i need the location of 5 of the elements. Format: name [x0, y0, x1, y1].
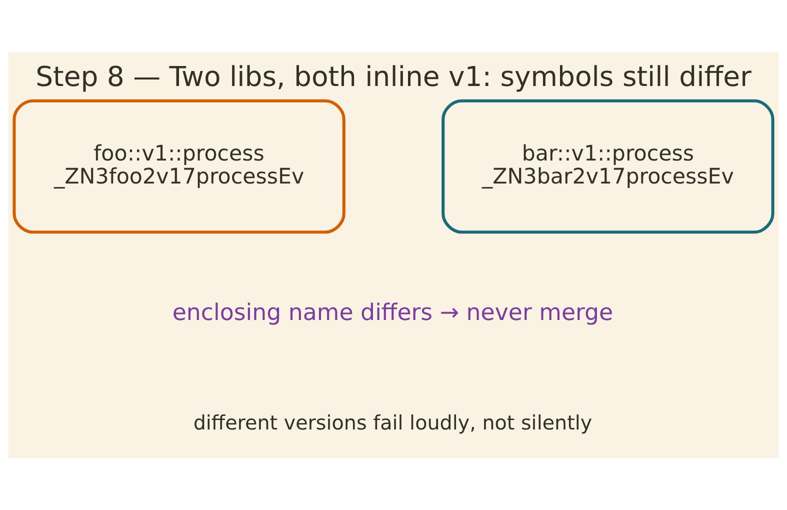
label: different versions fail loudly, not silently: [193, 412, 592, 435]
diagram-title: Step 8 — Two libs, both inline v1: symbols still differ: [36, 62, 752, 94]
label: enclosing name differs → never merge: [172, 300, 614, 326]
node-box: bar::v1::process _ZN3bar2v17processEv: [442, 99, 774, 234]
node-box: foo::v1::process _ZN3foo2v17processEv: [12, 99, 346, 234]
